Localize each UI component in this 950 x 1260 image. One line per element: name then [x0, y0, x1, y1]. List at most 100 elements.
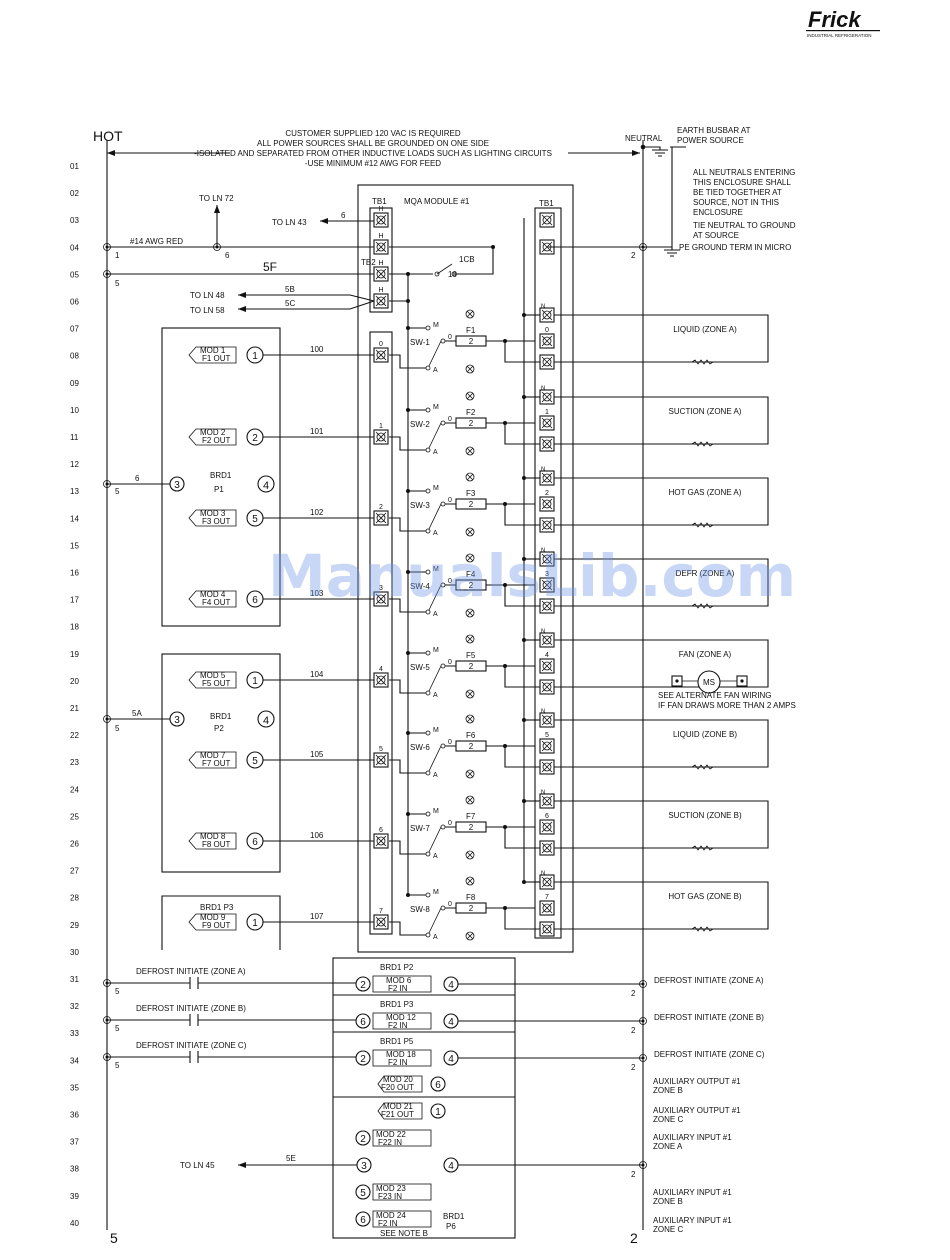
to-ln43-label: TO LN 43: [272, 218, 307, 227]
fuse-number: 2: [469, 742, 474, 751]
fuse-body: [455, 821, 487, 833]
test-point-ring: [465, 931, 475, 941]
switch-a: A: [433, 934, 438, 941]
junction: [522, 313, 526, 317]
mod-label: F1 OUT: [202, 354, 231, 363]
line-number: 12: [70, 460, 79, 469]
mod-label: F2 IN: [378, 1219, 398, 1228]
pin-label: 1: [252, 676, 258, 687]
terminal-x: [375, 512, 387, 524]
test-point: [465, 309, 475, 319]
switch-m: M: [433, 404, 439, 411]
tie-note-1: TIE NEUTRAL TO GROUND: [693, 221, 796, 230]
load-label: SUCTION (ZONE B): [668, 811, 742, 820]
terminal-label: 1: [379, 423, 383, 430]
pin-label: 5: [252, 514, 258, 525]
terminal-ring: [542, 877, 552, 887]
switch-contact: [425, 811, 431, 817]
terminal-ring: [376, 755, 386, 765]
switch-m: M: [433, 322, 439, 329]
input-board-box: [332, 957, 516, 1239]
pin-label: 4: [448, 1161, 454, 1172]
test-point-ring: [465, 769, 475, 779]
wire-num: 5A: [132, 709, 142, 718]
terminal-ring: [542, 822, 552, 832]
wire-num: 2: [631, 989, 636, 998]
aux-label: AUXILIARY INPUT #1: [653, 1216, 732, 1225]
pin-label: 6: [360, 1215, 366, 1226]
fan-alt-note-2: IF FAN DRAWS MORE THAN 2 AMPS: [658, 701, 796, 710]
mod-label: MOD 4: [200, 590, 226, 599]
terminal: 7: [539, 894, 555, 916]
wire-num: 2: [631, 251, 636, 260]
fuse-number: 2: [469, 500, 474, 509]
terminal-x: [375, 268, 387, 280]
line-number: 24: [70, 785, 79, 794]
mod-label: F5 OUT: [202, 679, 231, 688]
terminal-n: N: [541, 790, 545, 796]
pin-label: 4: [448, 1054, 454, 1065]
switch-o: 0: [448, 416, 452, 423]
terminal-label: 2: [379, 504, 383, 511]
junction: [503, 664, 507, 668]
input-label-right: DEFROST INITIATE (ZONE C): [654, 1050, 765, 1059]
mod-label: MOD 23: [376, 1184, 406, 1193]
line-number: 17: [70, 596, 79, 605]
switch-contact: [425, 892, 431, 898]
load-loop: [554, 719, 769, 768]
terminal-label: 5: [379, 746, 383, 753]
aux-label: ZONE A: [653, 1142, 683, 1151]
switch-m: M: [433, 566, 439, 573]
wire-num: 5: [115, 1024, 120, 1033]
switch-label: SW-2: [410, 420, 430, 429]
test-point-x: [466, 528, 474, 536]
switch-m: M: [433, 808, 439, 815]
fuse-label: F3: [466, 489, 476, 498]
terminal: [539, 212, 555, 228]
test-point: [465, 850, 475, 860]
switch-m: M: [433, 647, 439, 654]
terminal: [539, 712, 555, 728]
wire-num: 5E: [286, 1154, 296, 1163]
terminal-ring: [542, 520, 552, 530]
switch-o: 0: [448, 578, 452, 585]
mod-label: F2 IN: [388, 984, 408, 993]
terminal: 2: [373, 504, 389, 526]
switch-blade: [428, 826, 442, 853]
terminal-ring: [542, 580, 552, 590]
wire-5f-label: 5F: [263, 260, 277, 274]
terminal: 2: [539, 490, 555, 512]
mod-label: F23 IN: [378, 1192, 402, 1201]
terminal-label: 1: [545, 409, 549, 416]
fuse-label: F5: [466, 651, 476, 660]
terminal-label: 7: [545, 894, 549, 901]
terminal-x: [541, 821, 553, 833]
rail-node: [639, 1054, 647, 1062]
switch-label: SW-4: [410, 582, 430, 591]
solenoid-coil: [691, 845, 714, 851]
mod-label: MOD 9: [200, 913, 226, 922]
terminal-ring: [542, 715, 552, 725]
line-number-column: 0102030405060708091011121314151617181920…: [70, 162, 79, 1228]
terminal-x: [541, 740, 553, 752]
junction: [503, 744, 507, 748]
test-point-ring: [465, 714, 475, 724]
load-loop: [554, 314, 769, 363]
fuse-body: [455, 579, 487, 591]
line-number: 09: [70, 379, 79, 388]
junction: [503, 502, 507, 506]
switch-contact: [425, 730, 431, 736]
terminal-x: [541, 391, 553, 403]
pin-label: 2: [360, 1134, 366, 1145]
terminal-x: [541, 214, 553, 226]
terminal-ring: [542, 682, 552, 692]
terminal-ring: [542, 418, 552, 428]
terminal-x: [541, 660, 553, 672]
test-point: [465, 931, 475, 941]
pin-label: 6: [252, 595, 258, 606]
tb2-label: TB2: [361, 258, 376, 267]
